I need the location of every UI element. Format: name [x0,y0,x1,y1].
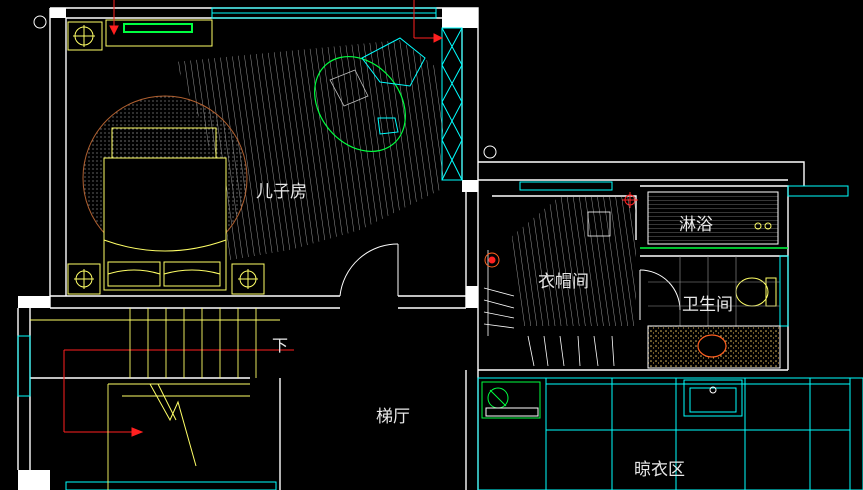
circle-markers [33,15,497,490]
room-label-wardrobe: 衣帽间 [538,272,589,292]
stair-treads [30,308,280,490]
wardrobe-light [484,252,500,268]
column-marker-icon [18,8,478,490]
shower-area [640,191,788,249]
room-label-stair-hall: 梯厅 [376,407,410,427]
room-label-shower: 淋浴 [679,215,713,235]
stair-direction-label: 下 [272,336,289,355]
room-label-bathroom: 卫生间 [682,295,733,315]
wardrobe-hangers [483,211,615,367]
desk-chair-icon [314,37,426,153]
washing-machine-icon [481,381,541,419]
sink-icon [683,379,743,417]
room-label-drying-area: 晾衣区 [634,460,685,480]
windows [17,7,863,490]
bathroom-floor [648,256,780,326]
room-label-son-bedroom: 儿子房 [256,182,307,202]
storage-unit [105,19,213,47]
door-swing-icon [339,243,681,320]
washbasin-icon [647,325,781,369]
bed-icon [103,127,227,291]
wardrobe-hatch [512,196,636,326]
nightstand-lamp-icon [67,21,265,295]
